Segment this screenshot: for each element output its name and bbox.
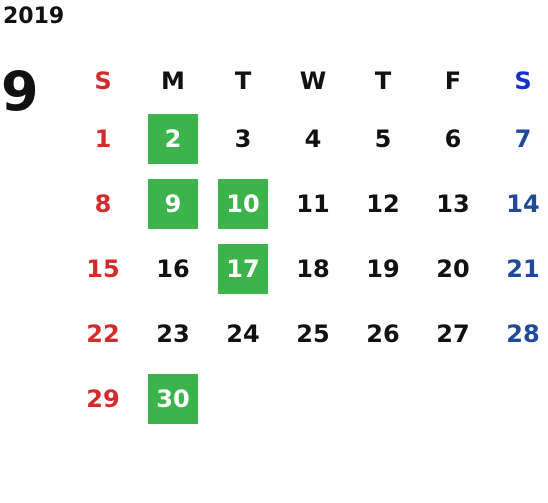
day-cell[interactable]: 28 <box>488 309 548 359</box>
day-number: 8 <box>94 189 112 218</box>
day-cell[interactable]: 19 <box>348 244 418 294</box>
day-cell-highlighted[interactable]: 2 <box>138 113 208 164</box>
day-cell[interactable]: 15 <box>68 244 138 294</box>
day-cell[interactable]: 12 <box>348 179 418 229</box>
weekday-monday: M <box>161 67 185 95</box>
day-cell[interactable]: 18 <box>278 244 348 294</box>
week-row: 8 9 10 11 12 13 14 <box>68 171 548 236</box>
day-cell[interactable]: 4 <box>278 114 348 164</box>
day-cell[interactable]: 29 <box>68 374 138 424</box>
day-number: 21 <box>506 254 540 283</box>
day-cell[interactable]: 3 <box>208 114 278 164</box>
empty-day-cell <box>418 374 488 424</box>
day-cell[interactable]: 1 <box>68 114 138 164</box>
empty-day-cell <box>348 374 418 424</box>
day-cell-highlighted[interactable]: 30 <box>138 373 208 424</box>
day-cell-highlighted[interactable]: 10 <box>208 178 278 229</box>
day-cell-highlighted[interactable]: 9 <box>138 178 208 229</box>
weekday-wednesday: W <box>299 67 327 95</box>
empty-day-cell <box>208 374 278 424</box>
weekday-friday: F <box>444 67 462 95</box>
day-cell[interactable]: 16 <box>138 244 208 294</box>
day-cell[interactable]: 22 <box>68 309 138 359</box>
day-number: 30 <box>148 373 198 424</box>
day-number: 24 <box>226 319 260 348</box>
week-row: 29 30 <box>68 366 548 431</box>
day-number: 18 <box>296 254 330 283</box>
day-number: 2 <box>148 113 198 164</box>
day-number: 27 <box>436 319 470 348</box>
day-number: 4 <box>304 124 322 153</box>
day-cell[interactable]: 8 <box>68 179 138 229</box>
day-cell[interactable]: 24 <box>208 309 278 359</box>
day-cell[interactable]: 7 <box>488 114 548 164</box>
day-cell-highlighted[interactable]: 17 <box>208 243 278 294</box>
month-number: 9 <box>1 60 39 123</box>
day-number: 6 <box>444 124 462 153</box>
day-number: 3 <box>234 124 252 153</box>
day-number: 5 <box>374 124 392 153</box>
weekday-header-row: S M T W T F S <box>68 56 548 106</box>
empty-day-cell <box>278 374 348 424</box>
day-number: 28 <box>506 319 540 348</box>
weekday-thursday: T <box>374 67 392 95</box>
weekday-tuesday: T <box>234 67 252 95</box>
day-number: 11 <box>296 189 330 218</box>
week-row: 15 16 17 18 19 20 21 <box>68 236 548 301</box>
day-cell[interactable]: 14 <box>488 179 548 229</box>
year-label: 2019 <box>3 4 65 29</box>
day-cell[interactable]: 6 <box>418 114 488 164</box>
day-cell[interactable]: 21 <box>488 244 548 294</box>
weekday-sunday: S <box>94 67 112 95</box>
day-number: 25 <box>296 319 330 348</box>
day-number: 7 <box>514 124 532 153</box>
empty-day-cell <box>488 374 548 424</box>
day-number: 16 <box>156 254 190 283</box>
day-cell[interactable]: 5 <box>348 114 418 164</box>
day-cell[interactable]: 27 <box>418 309 488 359</box>
week-row: 22 23 24 25 26 27 28 <box>68 301 548 366</box>
day-number: 1 <box>94 124 112 153</box>
day-number: 22 <box>86 319 120 348</box>
day-cell[interactable]: 25 <box>278 309 348 359</box>
day-number: 19 <box>366 254 400 283</box>
day-cell[interactable]: 23 <box>138 309 208 359</box>
day-cell[interactable]: 13 <box>418 179 488 229</box>
day-number: 15 <box>86 254 120 283</box>
weekday-saturday: S <box>514 67 532 95</box>
day-number: 29 <box>86 384 120 413</box>
day-number: 9 <box>148 178 198 229</box>
day-cell[interactable]: 20 <box>418 244 488 294</box>
day-number: 14 <box>506 189 540 218</box>
week-row: 1 2 3 4 5 6 7 <box>68 106 548 171</box>
day-cell[interactable]: 11 <box>278 179 348 229</box>
day-number: 26 <box>366 319 400 348</box>
day-number: 12 <box>366 189 400 218</box>
day-number: 20 <box>436 254 470 283</box>
day-number: 13 <box>436 189 470 218</box>
day-cell[interactable]: 26 <box>348 309 418 359</box>
day-number: 10 <box>218 178 268 229</box>
day-number: 23 <box>156 319 190 348</box>
day-number: 17 <box>218 243 268 294</box>
